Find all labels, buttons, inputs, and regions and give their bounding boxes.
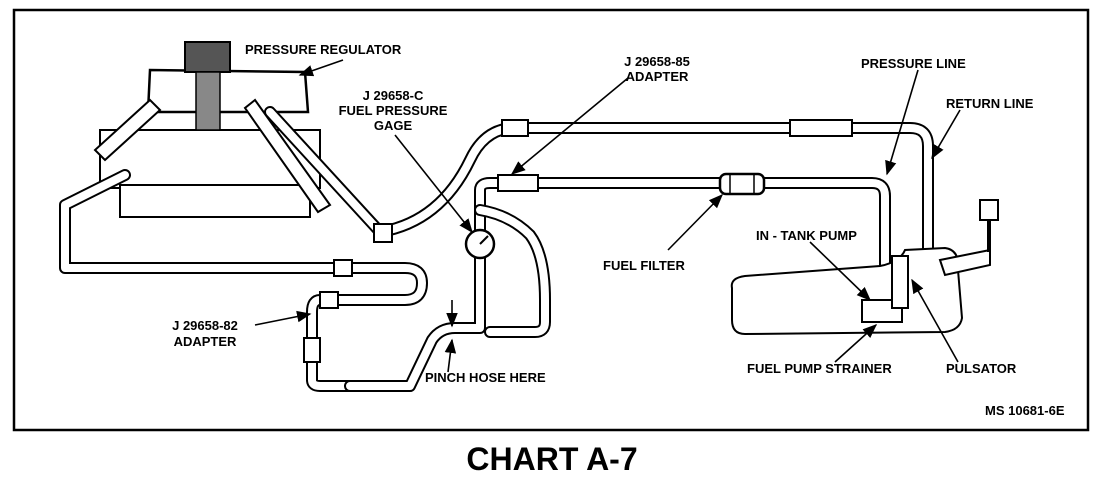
label-gage-line3: GAGE — [374, 118, 413, 133]
fuel-filter-part — [718, 172, 766, 196]
label-figure-code: MS 10681-6E — [985, 403, 1065, 418]
label-fuel-filter: FUEL FILTER — [603, 258, 685, 273]
label-return-line: RETURN LINE — [946, 96, 1034, 111]
fuel-hoses — [59, 106, 934, 392]
label-gage-line1: J 29658-C — [363, 88, 424, 103]
label-pressure-regulator: PRESSURE REGULATOR — [245, 42, 402, 57]
label-adapter85-line1: J 29658-85 — [624, 54, 690, 69]
label-fuel-pump-strainer: FUEL PUMP STRAINER — [747, 361, 892, 376]
fuel-pressure-gage-part — [464, 228, 496, 260]
label-pulsator: PULSATOR — [946, 361, 1017, 376]
label-adapter82-line2: ADAPTER — [174, 334, 237, 349]
throttle-body-assembly — [93, 41, 332, 218]
label-adapter82-line1: J 29658-82 — [172, 318, 238, 333]
label-gage-line2: FUEL PRESSURE — [339, 103, 448, 118]
label-adapter85-line2: ADAPTER — [626, 69, 689, 84]
fuel-tank — [730, 199, 999, 336]
chart-caption: CHART A-7 — [466, 441, 637, 477]
diagram-border — [12, 8, 1090, 432]
label-pinch-hose: PINCH HOSE HERE — [425, 370, 546, 385]
hose-fittings — [303, 119, 853, 363]
label-in-tank-pump: IN - TANK PUMP — [756, 228, 857, 243]
leader-arrows — [254, 59, 961, 373]
label-pressure-line: PRESSURE LINE — [861, 56, 966, 71]
